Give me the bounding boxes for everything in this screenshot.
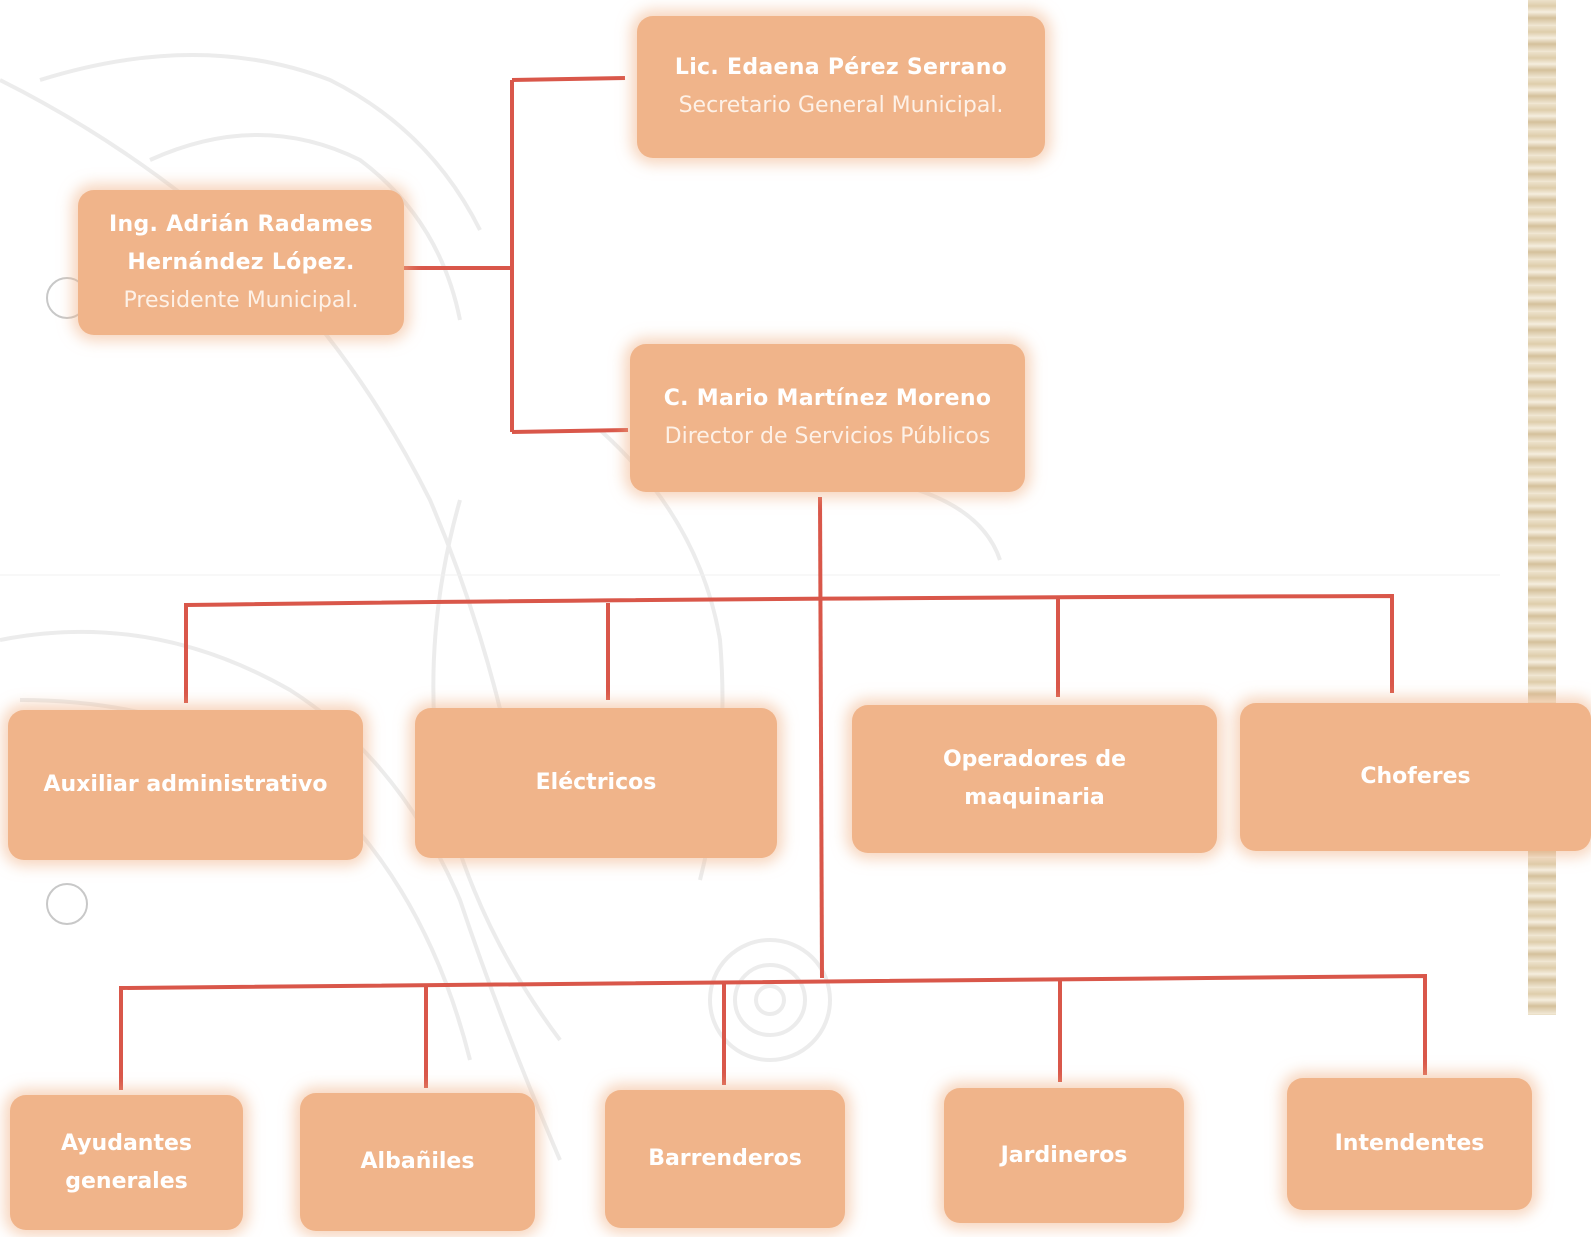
punch-hole-bottom [46,883,88,925]
org-box-jardineros: Jardineros [944,1088,1184,1223]
org-box-albaniles: Albañiles [300,1093,535,1231]
connector-row2-bus [119,973,1427,1090]
staff-label: Auxiliar administrativo [43,772,328,797]
org-box-auxiliar-administrativo: Auxiliar administrativo [8,710,363,860]
connector-director-down [818,496,824,979]
connector-director [511,428,629,434]
org-box-electricos: Eléctricos [415,708,777,858]
head-name: Ing. Adrián Radames Hernández López. [109,211,373,275]
secretary-name: Lic. Edaena Pérez Serrano [674,55,1008,80]
staff-label: Choferes [1360,764,1471,789]
staff-label: Eléctricos [535,770,657,795]
org-box-barrenderos: Barrenderos [605,1090,845,1228]
connector-row1-bus [184,593,1394,703]
staff-label: Jardineros [1000,1142,1128,1168]
org-box-ayudantes-generales: Ayudantes generales [10,1095,243,1230]
connector-secretary [511,76,626,82]
org-box-director: C. Mario Martínez Moreno Director de Ser… [630,344,1025,492]
staff-label: Albañiles [360,1149,475,1174]
secretary-role: Secretario General Municipal. [678,93,1004,118]
org-box-secretary: Lic. Edaena Pérez Serrano Secretario Gen… [637,16,1045,158]
staff-label: Intendentes [1334,1131,1485,1156]
org-box-head: Ing. Adrián Radames Hernández López. Pre… [78,190,404,335]
staff-label: Ayudantes generales [60,1130,193,1194]
staff-label: Operadores de maquinaria [942,747,1127,810]
head-role: Presidente Municipal. [123,287,359,313]
org-box-operadores-de-maquinaria: Operadores de maquinaria [852,705,1217,853]
staff-label: Barrenderos [648,1146,802,1171]
org-box-choferes: Choferes [1240,703,1591,851]
director-role: Director de Servicios Públicos [664,424,991,449]
org-box-intendentes: Intendentes [1287,1078,1532,1210]
director-name: C. Mario Martínez Moreno [663,386,992,411]
